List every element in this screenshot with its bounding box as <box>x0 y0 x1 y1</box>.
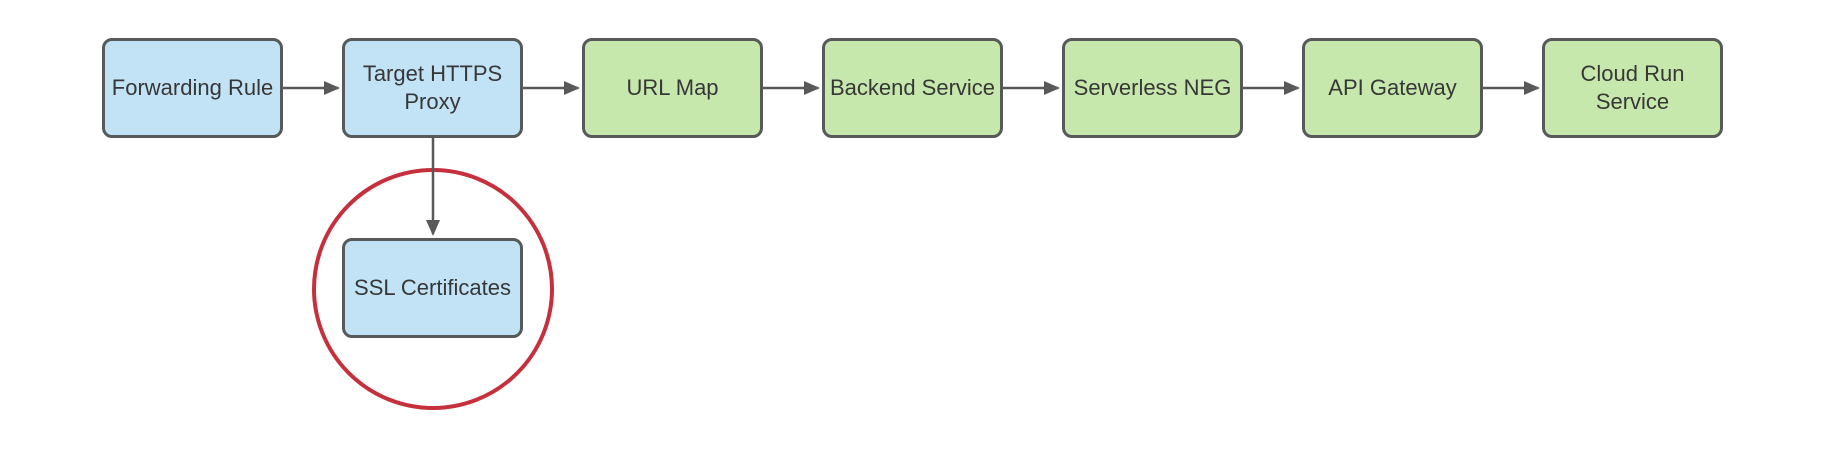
node-label: Backend Service <box>829 75 996 101</box>
node-label: Target HTTPS Proxy <box>362 61 503 114</box>
node-url-map: URL Map <box>582 38 763 138</box>
node-label: SSL Certificates <box>354 275 511 301</box>
node-label: API Gateway <box>1328 75 1457 101</box>
node-label: Cloud Run Service <box>1580 61 1685 114</box>
node-cloud-run-service: Cloud Run Service <box>1542 38 1723 138</box>
node-serverless-neg: Serverless NEG <box>1062 38 1243 138</box>
node-label: Forwarding Rule <box>111 75 274 101</box>
node-api-gateway: API Gateway <box>1302 38 1483 138</box>
node-label: URL Map <box>626 75 719 101</box>
node-label: Serverless NEG <box>1073 75 1232 101</box>
node-ssl-certificates: SSL Certificates <box>342 238 523 338</box>
node-forwarding-rule: Forwarding Rule <box>102 38 283 138</box>
node-backend-service: Backend Service <box>822 38 1003 138</box>
node-target-https-proxy: Target HTTPS Proxy <box>342 38 523 138</box>
